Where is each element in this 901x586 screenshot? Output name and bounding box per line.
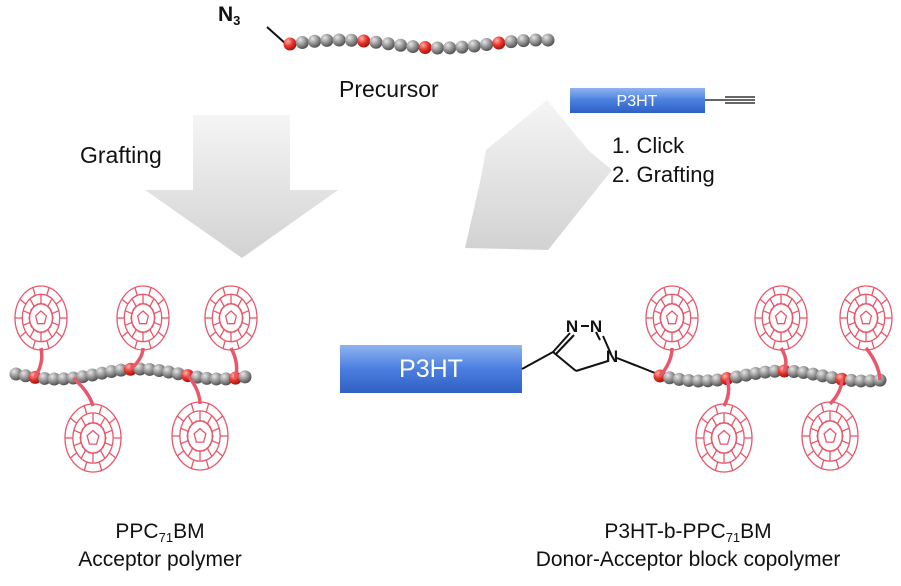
triazole-n2: N — [590, 317, 602, 336]
backbone-bead — [394, 38, 408, 52]
backbone-bead — [758, 365, 772, 379]
triazole-ring — [552, 325, 656, 374]
fullerene-c71 — [116, 285, 170, 351]
anchor-bead — [283, 37, 297, 51]
backbone-bead — [200, 371, 214, 385]
p3ht-large-bar — [340, 345, 522, 393]
backbone-bead — [672, 372, 686, 386]
backbone-bead — [825, 371, 839, 385]
grafting-arrow-left — [145, 115, 338, 258]
p3ht-alkyne-block: P3HT — [570, 88, 755, 113]
fullerene-c71 — [839, 285, 893, 351]
backbone-bead — [854, 374, 868, 388]
backbone-bead — [209, 372, 223, 386]
backbone-bead — [295, 36, 309, 50]
p3ht-triazole-block: P3HT N N N — [340, 317, 656, 393]
fullerene-c71 — [14, 285, 68, 351]
backbone-bead — [344, 33, 358, 47]
block-copolymer-name: P3HT-b-PPC71BM — [604, 520, 772, 545]
backbone-bead — [796, 366, 810, 380]
backbone-bead — [768, 364, 782, 378]
backbone-bead — [320, 33, 334, 47]
backbone-bead — [480, 38, 494, 52]
p3ht-small-bar — [570, 88, 705, 113]
backbone-bead — [844, 373, 858, 387]
backbone-bead — [682, 373, 696, 387]
backbone-bead — [143, 362, 157, 376]
backbone-bead — [104, 364, 118, 378]
acceptor-polymer-description: Acceptor polymer — [78, 548, 242, 571]
backbone-bead — [863, 374, 877, 388]
backbone-bead — [749, 366, 763, 380]
fullerene-c71 — [171, 401, 229, 471]
bead-chain — [653, 364, 887, 388]
backbone-bead — [381, 37, 395, 51]
backbone-bead — [19, 369, 33, 383]
bead-chain — [9, 362, 252, 386]
backbone-bead — [529, 33, 543, 47]
step-grafting: 2. Grafting — [612, 162, 715, 187]
block-copolymer-description: Donor-Acceptor block copolymer — [535, 548, 841, 571]
anchor-bead — [418, 41, 432, 55]
acceptor-polymer-graphic — [9, 285, 258, 473]
backbone-bead — [369, 35, 383, 49]
step-click: 1. Click — [612, 133, 685, 158]
backbone-bead — [430, 41, 444, 55]
backbone-bead — [504, 35, 518, 49]
backbone-bead — [190, 370, 204, 384]
backbone-bead — [152, 363, 166, 377]
triazole-n3: N — [606, 347, 618, 366]
backbone-bead — [219, 372, 233, 386]
backbone-bead — [133, 362, 147, 376]
backbone-bead — [516, 34, 530, 48]
backbone-bead — [467, 39, 481, 53]
backbone-bead — [47, 372, 61, 386]
block-copolymer-caption: P3HT-b-PPC71BM Donor-Acceptor block copo… — [508, 518, 868, 574]
click-grafting-steps: 1. Click 2. Grafting — [612, 131, 715, 189]
backbone-bead — [455, 40, 469, 54]
backbone-bead — [38, 371, 52, 385]
backbone-bead — [710, 373, 724, 387]
fullerene-c71 — [754, 285, 808, 351]
fullerene-c71 — [64, 403, 122, 473]
triazole-n1: N — [566, 317, 578, 336]
bead-chain — [283, 33, 555, 55]
p3ht-large-label: P3HT — [399, 355, 463, 383]
backbone-bead — [663, 371, 677, 385]
backbone-bead — [406, 40, 420, 54]
fullerene-c71 — [645, 285, 699, 351]
anchor-bead — [492, 36, 506, 50]
fullerene-tether — [864, 346, 882, 381]
backbone-bead — [541, 33, 555, 47]
anchor-bead — [357, 34, 371, 48]
precursor-label: Precursor — [339, 76, 439, 102]
precursor-chain — [283, 33, 555, 55]
backbone-bead — [57, 372, 71, 386]
p3ht-small-label: P3HT — [617, 93, 658, 110]
grafting-label: Grafting — [80, 142, 162, 168]
fullerene-tether — [33, 347, 44, 379]
acceptor-polymer-caption: PPC71BM Acceptor polymer — [30, 518, 290, 574]
fullerene-c71 — [801, 401, 859, 471]
block-copolymer-graphic — [645, 285, 893, 473]
azide-symbol: N — [218, 3, 234, 26]
backbone-bead — [238, 370, 252, 384]
azide-subscript: 3 — [233, 13, 241, 28]
acceptor-polymer-name: PPC71BM — [115, 520, 205, 545]
backbone-bead — [114, 363, 128, 377]
backbone-bead — [701, 374, 715, 388]
fullerene-c71 — [204, 285, 258, 351]
backbone-bead — [787, 364, 801, 378]
grafting-arrow-right — [465, 100, 612, 250]
azide-label: N3 — [218, 3, 240, 27]
backbone-bead — [308, 34, 322, 48]
backbone-bead — [443, 41, 457, 55]
backbone-bead — [332, 33, 346, 47]
fullerene-c71 — [695, 403, 753, 473]
azide-bond — [266, 26, 287, 45]
backbone-bead — [691, 374, 705, 388]
